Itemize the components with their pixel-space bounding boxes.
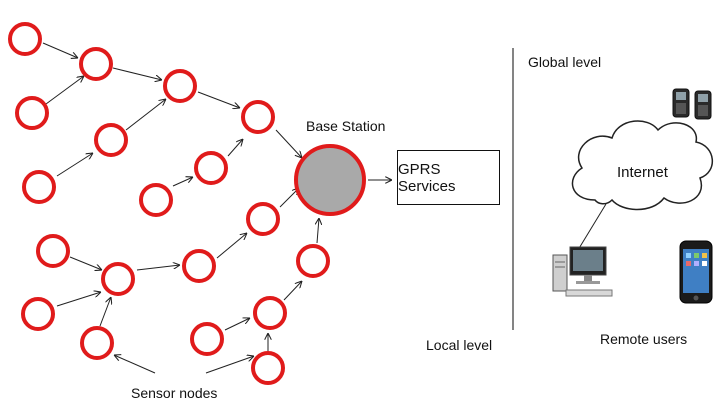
sensor-nodes-label: Sensor nodes <box>131 385 218 401</box>
internet-link <box>577 203 607 251</box>
global-level-label: Global level <box>528 54 602 70</box>
sensor-node <box>80 326 114 360</box>
cloud-icon <box>571 120 714 211</box>
sensor-node <box>139 183 173 217</box>
smartphone-icon <box>679 240 713 304</box>
local-level-label: Local level <box>426 337 493 353</box>
sensor-node <box>241 100 275 134</box>
sensor-node <box>253 296 287 330</box>
sensor-node <box>36 234 70 268</box>
sensor-node <box>194 151 228 185</box>
remote-users-label: Remote users <box>600 331 688 347</box>
sensor-node <box>79 47 113 81</box>
base-station-node <box>294 144 366 216</box>
sensor-node <box>246 202 280 236</box>
sensor-node <box>22 170 56 204</box>
sensor-node <box>8 22 42 56</box>
internet-label: Internet <box>617 164 668 181</box>
sensor-node-group <box>8 22 330 385</box>
sensor-node <box>251 351 285 385</box>
sensor-node <box>21 297 55 331</box>
sensor-node <box>163 69 197 103</box>
sensor-node <box>15 96 49 130</box>
mobile-phones-icon <box>672 88 712 120</box>
sensor-node <box>296 244 330 278</box>
sensor-node <box>94 123 128 157</box>
base-station-label: Base Station <box>306 118 386 134</box>
sensor-node <box>101 262 135 296</box>
sensor-node <box>190 322 224 356</box>
gprs-services-box: GPRS Services <box>397 150 500 205</box>
sensor-node <box>182 249 216 283</box>
desktop-computer-icon <box>552 246 613 297</box>
gprs-label: GPRS Services <box>398 160 456 195</box>
